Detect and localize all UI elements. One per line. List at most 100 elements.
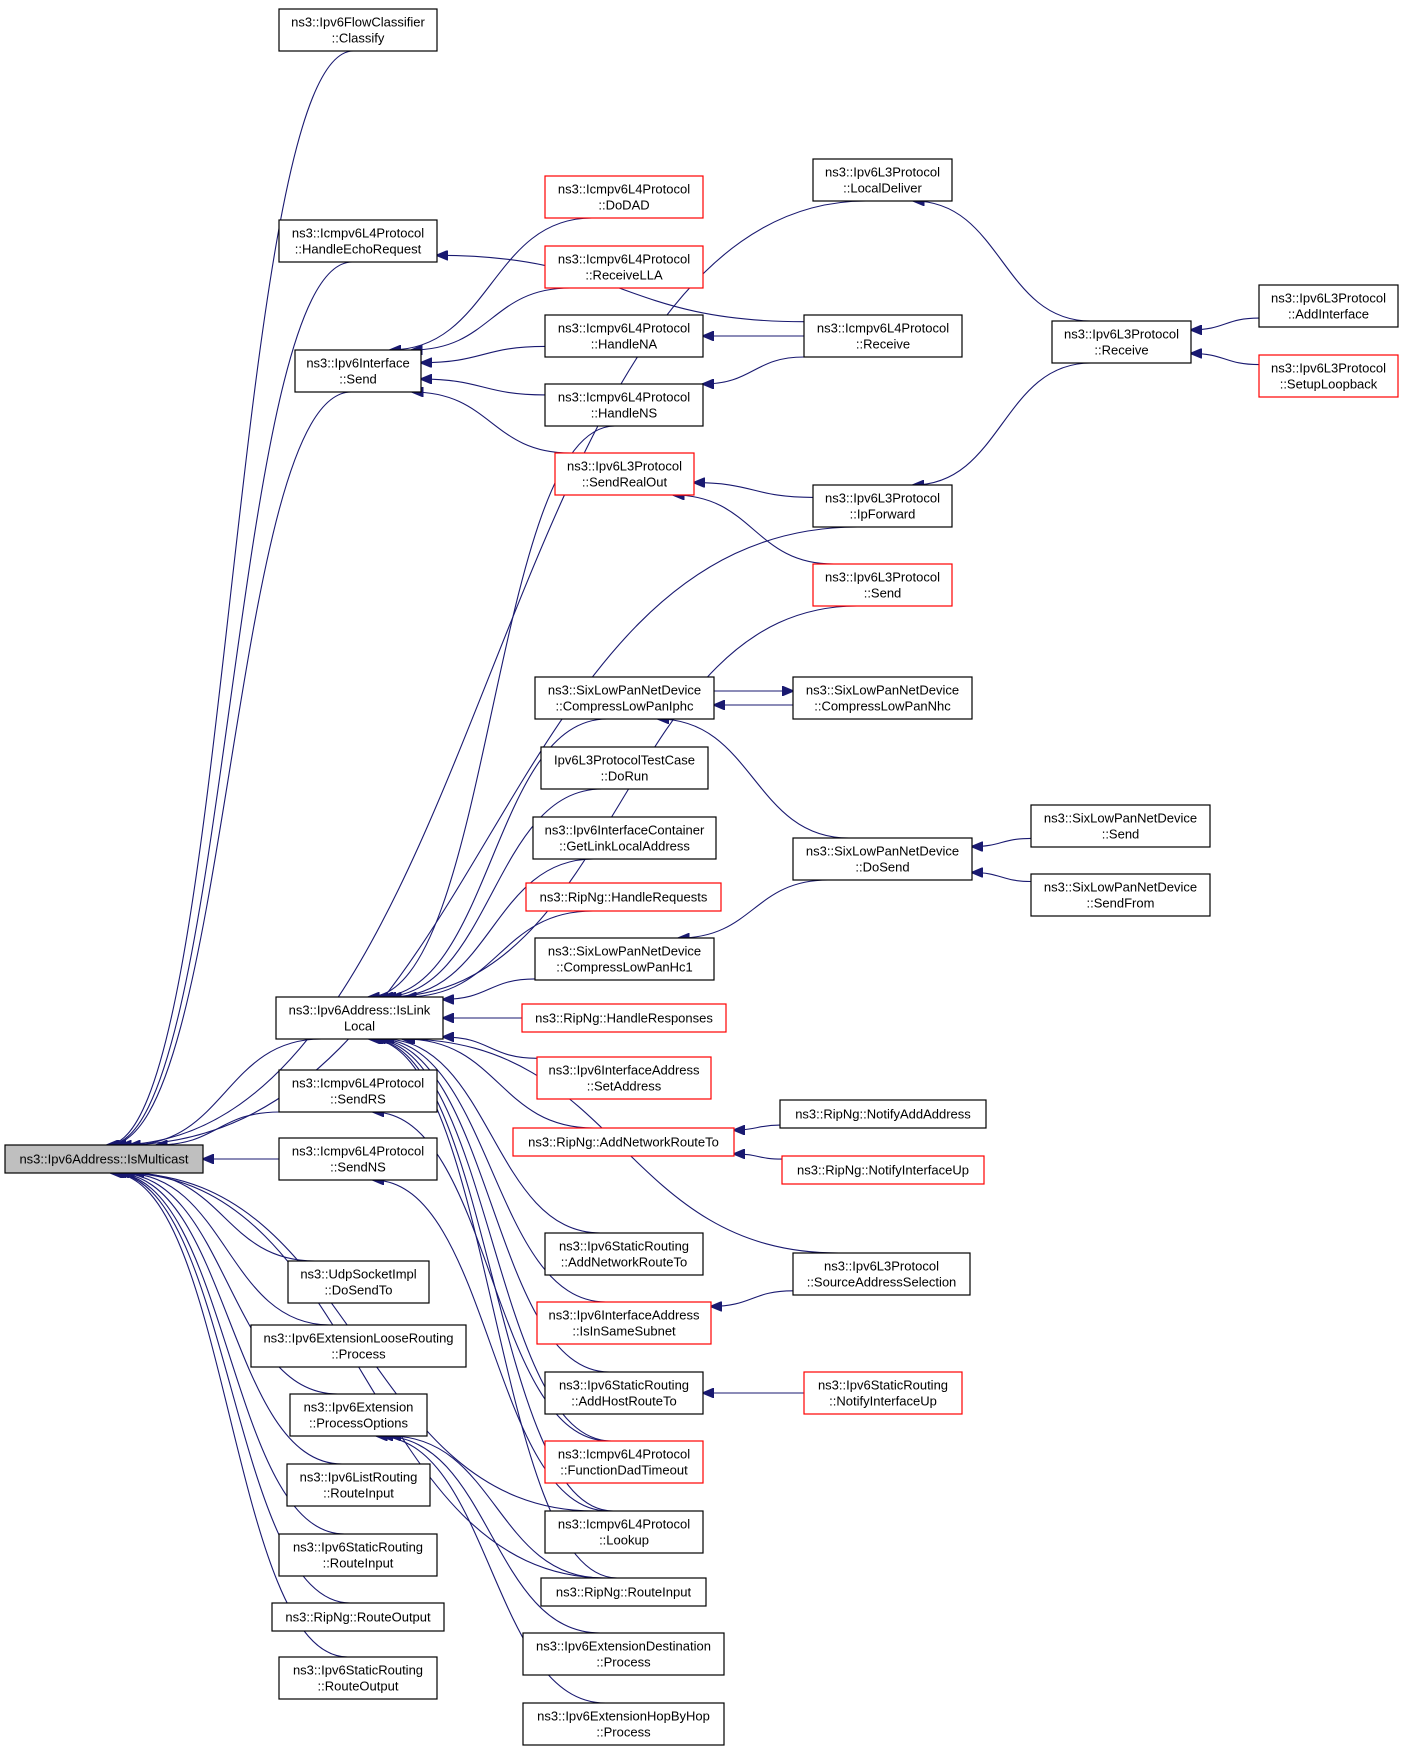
node-addhost[interactable]: ns3::Ipv6StaticRouting::AddHostRouteTo bbox=[544, 1371, 704, 1415]
node-testrun[interactable]: Ipv6L3ProtocolTestCase::DoRun bbox=[540, 746, 709, 790]
node-notifyifup[interactable]: ns3::RipNg::NotifyInterfaceUp bbox=[781, 1155, 985, 1185]
node-label: ns3::Ipv6InterfaceAddress bbox=[548, 1308, 700, 1323]
node-getll[interactable]: ns3::Ipv6InterfaceContainer::GetLinkLoca… bbox=[532, 816, 717, 860]
node-srrouteout[interactable]: ns3::Ipv6StaticRouting::RouteOutput bbox=[278, 1656, 438, 1700]
node-ipfwd[interactable]: ns3::Ipv6L3Protocol::IpForward bbox=[812, 484, 953, 528]
node-label: ::AddHostRouteTo bbox=[571, 1394, 677, 1409]
node-label: ::SetupLoopback bbox=[1280, 377, 1378, 392]
node-label: ::DoDAD bbox=[598, 198, 649, 213]
node-icmprecv[interactable]: ns3::Icmpv6L4Protocol::Receive bbox=[803, 314, 963, 358]
node-handlens[interactable]: ns3::Icmpv6L4Protocol::HandleNS bbox=[544, 383, 704, 427]
node-label: ns3::Ipv6L3Protocol bbox=[1271, 361, 1386, 376]
node-box bbox=[792, 1252, 971, 1296]
node-label: Ipv6L3ProtocolTestCase bbox=[554, 753, 695, 768]
node-looseproc[interactable]: ns3::Ipv6ExtensionLooseRouting::Process bbox=[250, 1324, 467, 1368]
node-riprouteinput[interactable]: ns3::RipNg::RouteInput bbox=[540, 1577, 707, 1607]
node-label: ::AddNetworkRouteTo bbox=[561, 1255, 687, 1270]
node-label: ns3::Ipv6ExtensionHopByHop bbox=[537, 1709, 710, 1724]
node-l3recv[interactable]: ns3::Ipv6L3Protocol::Receive bbox=[1051, 320, 1192, 364]
node-sendrealout[interactable]: ns3::Ipv6L3Protocol::SendRealOut bbox=[554, 452, 695, 496]
node-label: ns3::SixLowPanNetDevice bbox=[806, 844, 959, 859]
edge-dosend-to-compiphc bbox=[658, 719, 849, 839]
node-label: ::CompressLowPanNhc bbox=[814, 699, 951, 714]
node-root[interactable]: ns3::Ipv6Address::IsMulticast bbox=[4, 1144, 204, 1174]
node-box bbox=[278, 1656, 438, 1700]
node-riprouteout[interactable]: ns3::RipNg::RouteOutput bbox=[271, 1602, 445, 1632]
node-srrouteinput[interactable]: ns3::Ipv6StaticRouting::RouteInput bbox=[278, 1533, 438, 1577]
node-srifup[interactable]: ns3::Ipv6StaticRouting::NotifyInterfaceU… bbox=[803, 1371, 963, 1415]
node-setuplo[interactable]: ns3::Ipv6L3Protocol::SetupLoopback bbox=[1258, 354, 1399, 398]
node-label: ns3::Ipv6InterfaceAddress bbox=[548, 1063, 700, 1078]
node-label: ::ProcessOptions bbox=[309, 1416, 408, 1431]
node-l3send[interactable]: ns3::Ipv6L3Protocol::Send bbox=[812, 563, 953, 607]
node-label: ::Process bbox=[596, 1725, 651, 1740]
node-srcaddrsel[interactable]: ns3::Ipv6L3Protocol::SourceAddressSelect… bbox=[792, 1252, 971, 1296]
node-label: ::SetAddress bbox=[587, 1079, 662, 1094]
node-box bbox=[803, 1371, 963, 1415]
node-label: ns3::RipNg::NotifyAddAddress bbox=[795, 1107, 971, 1122]
node-ifsend[interactable]: ns3::Ipv6Interface::Send bbox=[294, 349, 422, 393]
node-label: ::RouteInput bbox=[323, 1486, 394, 1501]
node-label: Local bbox=[344, 1019, 375, 1034]
node-addif[interactable]: ns3::Ipv6L3Protocol::AddInterface bbox=[1258, 284, 1399, 328]
node-sameSubnet[interactable]: ns3::Ipv6InterfaceAddress::IsInSameSubne… bbox=[536, 1301, 712, 1345]
node-dosend[interactable]: ns3::SixLowPanNetDevice::DoSend bbox=[792, 837, 973, 881]
node-localdeliver[interactable]: ns3::Ipv6L3Protocol::LocalDeliver bbox=[812, 158, 953, 202]
node-label: ::IsInSameSubnet bbox=[572, 1324, 676, 1339]
edge-icmprecv-to-handlens bbox=[703, 356, 805, 384]
node-box bbox=[1051, 320, 1192, 364]
node-box bbox=[812, 158, 953, 202]
node-box bbox=[544, 175, 704, 219]
edge-l3recv-to-localdeliver bbox=[914, 201, 1091, 322]
edge-slsendfrom-to-dosend bbox=[972, 873, 1032, 883]
node-box bbox=[294, 349, 422, 393]
node-sendrs[interactable]: ns3::Icmpv6L4Protocol::SendRS bbox=[278, 1069, 438, 1113]
node-listroute[interactable]: ns3::Ipv6ListRouting::RouteInput bbox=[286, 1463, 431, 1507]
node-recvlla[interactable]: ns3::Icmpv6L4Protocol::ReceiveLLA bbox=[544, 245, 704, 289]
edge-ipfwd-to-root bbox=[121, 526, 858, 1145]
node-slsendfrom[interactable]: ns3::SixLowPanNetDevice::SendFrom bbox=[1030, 873, 1211, 917]
node-handlena[interactable]: ns3::Icmpv6L4Protocol::HandleNA bbox=[544, 314, 704, 358]
node-setaddr[interactable]: ns3::Ipv6InterfaceAddress::SetAddress bbox=[536, 1056, 712, 1100]
edge-sameSubnet-to-islinklocal bbox=[378, 1039, 606, 1303]
node-label: ns3::Ipv6L3Protocol bbox=[1271, 291, 1386, 306]
node-label: ::ReceiveLLA bbox=[585, 268, 663, 283]
node-label: ns3::Ipv6L3Protocol bbox=[1064, 327, 1179, 342]
node-handlereq[interactable]: ns3::RipNg::HandleRequests bbox=[525, 882, 722, 912]
node-box bbox=[812, 563, 953, 607]
node-dadtimeout[interactable]: ns3::Icmpv6L4Protocol::FunctionDadTimeou… bbox=[544, 1440, 704, 1484]
node-box bbox=[289, 1393, 428, 1437]
node-label: ::CompressLowPanHc1 bbox=[556, 960, 693, 975]
node-label: ::DoRun bbox=[601, 769, 649, 784]
node-flowcls[interactable]: ns3::Ipv6FlowClassifier::Classify bbox=[278, 8, 438, 52]
node-sendns[interactable]: ns3::Icmpv6L4Protocol::SendNS bbox=[278, 1137, 438, 1181]
node-slsend[interactable]: ns3::SixLowPanNetDevice::Send bbox=[1030, 804, 1211, 848]
edges bbox=[107, 50, 1260, 1704]
node-srnetroute[interactable]: ns3::Ipv6StaticRouting::AddNetworkRouteT… bbox=[544, 1232, 704, 1276]
node-comphc1[interactable]: ns3::SixLowPanNetDevice::CompressLowPanH… bbox=[534, 937, 715, 981]
node-compnhc[interactable]: ns3::SixLowPanNetDevice::CompressLowPanN… bbox=[792, 676, 973, 720]
node-box bbox=[271, 1602, 445, 1632]
node-lookup[interactable]: ns3::Icmpv6L4Protocol::Lookup bbox=[544, 1510, 704, 1554]
node-procopts[interactable]: ns3::Ipv6Extension::ProcessOptions bbox=[289, 1393, 428, 1437]
node-label: ::CompressLowPanIphc bbox=[555, 699, 694, 714]
node-echo[interactable]: ns3::Icmpv6L4Protocol::HandleEchoRequest bbox=[278, 219, 438, 263]
node-handleresp[interactable]: ns3::RipNg::HandleResponses bbox=[521, 1003, 727, 1033]
node-hopproc[interactable]: ns3::Ipv6ExtensionHopByHop::Process bbox=[522, 1702, 725, 1746]
edge-riprouteinput-to-root bbox=[121, 1173, 607, 1579]
node-compiphc[interactable]: ns3::SixLowPanNetDevice::CompressLowPanI… bbox=[534, 676, 715, 720]
node-box bbox=[544, 314, 704, 358]
node-label: ::SendRS bbox=[330, 1092, 386, 1107]
node-dodad[interactable]: ns3::Icmpv6L4Protocol::DoDAD bbox=[544, 175, 704, 219]
node-notifyaddr[interactable]: ns3::RipNg::NotifyAddAddress bbox=[779, 1099, 987, 1129]
node-box bbox=[544, 1371, 704, 1415]
node-label: ns3::Ipv6ExtensionDestination bbox=[536, 1639, 711, 1654]
edge-addhost-to-islinklocal bbox=[374, 1039, 610, 1373]
node-addnetroute[interactable]: ns3::RipNg::AddNetworkRouteTo bbox=[512, 1127, 735, 1157]
node-label: ns3::Icmpv6L4Protocol bbox=[292, 1144, 424, 1159]
node-box bbox=[540, 1577, 707, 1607]
node-udpdosend[interactable]: ns3::UdpSocketImpl::DoSendTo bbox=[287, 1260, 430, 1304]
node-box bbox=[803, 314, 963, 358]
node-destproc[interactable]: ns3::Ipv6ExtensionDestination::Process bbox=[522, 1632, 725, 1676]
